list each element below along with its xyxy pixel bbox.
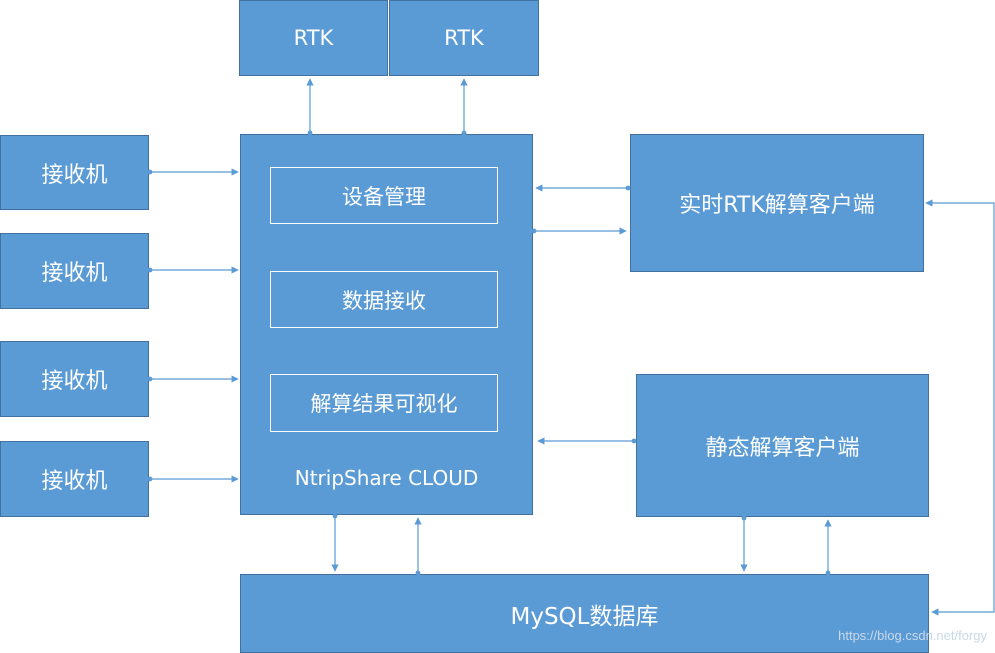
receiver-box-1: 接收机 bbox=[0, 135, 149, 210]
rtk-right-label: RTK bbox=[444, 26, 484, 50]
module-data-receive-label: 数据接收 bbox=[342, 288, 426, 313]
receiver-label-3: 接收机 bbox=[41, 369, 108, 394]
arrow-database-realtime-client-loop bbox=[925, 199, 995, 616]
watermark-text: https://blog.csdn.net/forgy bbox=[838, 628, 987, 643]
mysql-database-label: MySQL数据库 bbox=[510, 603, 659, 630]
receiver-box-4: 接收机 bbox=[0, 441, 149, 517]
rtk-box-right: RTK bbox=[389, 0, 539, 76]
receiver-box-3: 接收机 bbox=[0, 341, 149, 417]
module-data-receive: 数据接收 bbox=[270, 271, 498, 328]
static-client-box: 静态解算客户端 bbox=[636, 374, 929, 517]
rtk-box-left: RTK bbox=[239, 0, 388, 76]
receiver-label-4: 接收机 bbox=[41, 469, 108, 494]
module-result-visualization-label: 解算结果可视化 bbox=[310, 392, 458, 416]
cloud-name: NtripShare CLOUD bbox=[294, 466, 479, 490]
receiver-box-2: 接收机 bbox=[0, 233, 149, 309]
receiver-label-2: 接收机 bbox=[41, 261, 108, 286]
realtime-rtk-client-box: 实时RTK解算客户端 bbox=[630, 134, 924, 272]
static-client-label: 静态解算客户端 bbox=[705, 435, 860, 461]
realtime-rtk-client-label: 实时RTK解算客户端 bbox=[679, 193, 875, 218]
mysql-database-box: MySQL数据库 bbox=[240, 574, 929, 653]
module-device-management-label: 设备管理 bbox=[342, 184, 426, 209]
rtk-left-label: RTK bbox=[293, 26, 334, 50]
module-device-management: 设备管理 bbox=[270, 167, 498, 224]
module-result-visualization: 解算结果可视化 bbox=[270, 374, 498, 432]
receiver-label-1: 接收机 bbox=[41, 162, 108, 188]
